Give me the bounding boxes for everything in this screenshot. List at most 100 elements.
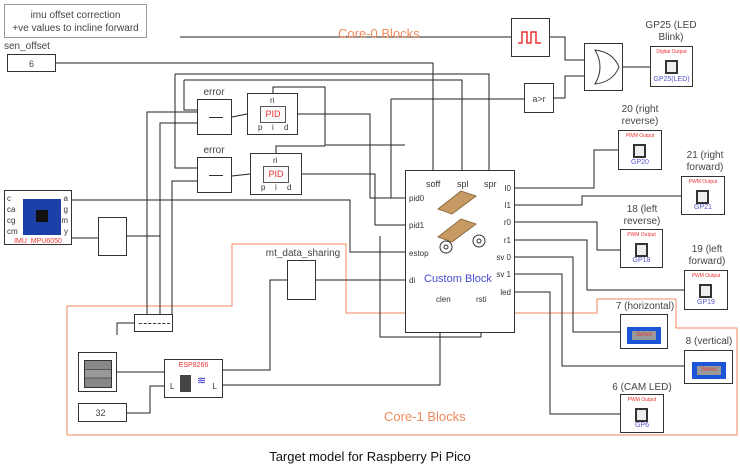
esp-name: ESP8266	[178, 362, 209, 369]
pulse-generator-block[interactable]	[511, 18, 550, 57]
port-spr: spr	[484, 179, 497, 189]
pid-port-ri: ri	[270, 96, 275, 105]
demux-block[interactable]	[134, 314, 173, 332]
custom-block[interactable]: soff spl spr pid0 pid1 estop di l0 l1 r0…	[405, 170, 515, 333]
sen-offset-constant[interactable]: 6	[7, 54, 56, 72]
port-di: di	[409, 276, 416, 285]
port-sv0: sv 0	[496, 253, 511, 262]
pulse-wave-icon	[518, 31, 541, 44]
caption: Target model for Raspberry Pi Pico	[269, 449, 471, 464]
output-type: PWM Output	[688, 179, 718, 185]
port-pid1: pid1	[409, 221, 425, 230]
imu-block[interactable]: c ca cg cm a g m y IMU_MPU6050	[4, 190, 72, 245]
imu-out-g: g	[63, 205, 68, 214]
const-32-value: 32	[95, 408, 106, 418]
gp19-label: 19 (left forward)	[688, 244, 726, 267]
imu-board-icon	[23, 199, 61, 235]
port-rsti: rsti	[476, 295, 487, 304]
pid-port-d: d	[284, 123, 289, 132]
compare-block[interactable]: a>r	[524, 83, 554, 113]
servo7-label: 7 (horizontal)	[615, 301, 675, 312]
pid-block[interactable]: PID ri p i d	[247, 93, 298, 135]
pid-block[interactable]: PID ri p i d	[250, 153, 302, 195]
chip-icon	[633, 144, 646, 158]
pin-name: GP19	[697, 299, 715, 306]
sen-offset-label: sen_offset	[4, 41, 50, 52]
esp-out-port: L	[212, 382, 217, 391]
servo-text: Servo	[697, 366, 721, 375]
esp8266-block[interactable]: ESP8266 ≋ L L	[164, 359, 223, 398]
gp6-label: 6 (CAM LED)	[612, 382, 672, 393]
esp-in-port: L	[170, 382, 175, 391]
core1-region-border	[66, 243, 738, 436]
servo-icon: Servo	[692, 362, 726, 379]
port-sv1: sv 1	[496, 270, 511, 279]
note-line2: +ve values to incline forward	[12, 23, 139, 34]
port-spl: spl	[457, 179, 469, 189]
imu-in-cm: cm	[7, 227, 18, 236]
chip-icon	[696, 190, 709, 204]
pid-port-p: p	[261, 183, 266, 192]
wifi-icon: ≋	[197, 375, 207, 387]
gp21-label: 21 (right forward)	[686, 150, 724, 173]
error-block[interactable]	[197, 99, 232, 135]
port-l0: l0	[504, 184, 511, 193]
error-block[interactable]	[197, 157, 232, 193]
pin-name: GP25(LED)	[653, 76, 690, 83]
output-type: PWM Output	[625, 133, 655, 139]
output-type: Digital Output	[656, 49, 687, 55]
server-stack-icon	[84, 360, 112, 388]
servo7-block[interactable]: Servo	[620, 314, 668, 349]
imu-in-cg: cg	[7, 216, 16, 225]
compare-text: a>r	[532, 94, 546, 104]
core0-label: Core-0 Blocks	[338, 26, 420, 41]
port-r0: r0	[503, 218, 511, 227]
port-led: led	[500, 288, 511, 297]
gain-block[interactable]	[98, 217, 127, 256]
chip-icon	[664, 60, 678, 74]
chip-icon	[699, 284, 712, 298]
port-r1: r1	[503, 236, 511, 245]
servo8-block[interactable]: Servo	[684, 350, 733, 384]
pid-port-p: p	[258, 123, 263, 132]
port-clen: clen	[436, 295, 451, 304]
imu-out-y: y	[64, 227, 68, 236]
wire-group	[56, 36, 684, 415]
gp18-label: 18 (left reverse)	[623, 204, 661, 227]
chip-icon	[634, 243, 648, 257]
servo8-label: 8 (vertical)	[685, 336, 733, 347]
port-estop: estop	[409, 249, 429, 258]
output-type: PWM Output	[691, 273, 721, 279]
note-line1: imu offset correction	[30, 10, 121, 21]
error-label: error	[203, 145, 225, 156]
port-pid0: pid0	[409, 194, 425, 203]
pin-name: GP18	[632, 257, 651, 264]
servo-icon: Servo	[627, 327, 661, 344]
port-l1: l1	[504, 201, 511, 210]
output-type: PWM Output	[627, 397, 657, 403]
servo-text: Servo	[632, 331, 656, 340]
mt-data-sharing-block[interactable]	[287, 260, 316, 300]
note-box: imu offset correction +ve values to incl…	[4, 4, 147, 38]
const-32-block[interactable]: 32	[78, 403, 127, 422]
output-type: PWM Output	[627, 232, 656, 238]
imu-out-m: m	[61, 216, 68, 225]
custom-block-icon	[436, 190, 486, 254]
pid-text: PID	[263, 166, 289, 183]
core1-label: Core-1 Blocks	[384, 409, 466, 424]
port-soff: soff	[426, 179, 441, 189]
storage-block[interactable]	[78, 352, 117, 392]
sen-offset-value: 6	[28, 59, 34, 69]
pid-text: PID	[260, 106, 286, 123]
or-gate-block[interactable]	[584, 43, 623, 91]
imu-in-ca: ca	[7, 205, 16, 214]
error-label: error	[203, 87, 225, 98]
